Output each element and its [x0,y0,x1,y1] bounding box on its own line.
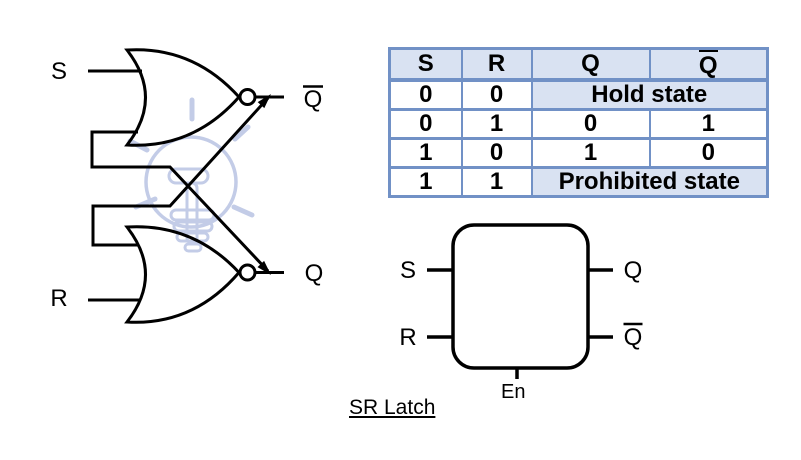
bottom-nor-gate-body [124,225,242,324]
header-cell-r: R [460,48,532,82]
block-qbar-label: Q [624,324,643,351]
block-s-label: S [400,257,416,284]
bulb-base-2 [172,220,214,233]
block-r-label: R [399,324,416,351]
latch-block-body [451,223,590,370]
feedback-arrowhead-top [257,94,271,109]
bulb-base-cap [183,242,203,253]
nor-latch-circuit [88,48,284,324]
header-cell-q: Q [530,48,650,82]
feedback-arrowhead-bottom [257,260,271,275]
qbar-overline-text: Q [698,50,718,79]
enable-label: En [501,381,526,403]
bulb-base-1 [169,208,216,222]
cell-r: 1 [460,166,532,197]
truth-table-header-row: S R Q Q [389,48,768,82]
cell-s: 0 [389,78,462,110]
header-cell-s: S [389,48,462,82]
cell-s: 1 [389,166,462,197]
block-q-label: Q [624,257,643,284]
cell-r: 1 [460,108,532,139]
truth-table-row-set: 1 0 1 0 [389,137,768,168]
sr-latch-block-symbol [427,223,613,379]
cell-qbar: 1 [648,108,768,139]
top-nor-gate-body [124,48,242,147]
q-to-top-gate-feedback-wire [90,130,270,273]
bulb-glass [144,135,238,229]
gate-s-label: S [51,58,67,85]
sr-latch-caption: SR Latch [349,396,436,419]
bulb-ray-lower-right [231,204,255,218]
cell-hold-state: Hold state [530,78,768,110]
cell-r: 0 [460,78,532,110]
qbar-to-bottom-gate-feedback-wire [91,96,270,247]
cell-s: 0 [389,108,462,139]
cell-q: 1 [530,137,650,168]
truth-table: S R Q Q 0 0 Hold state 0 1 0 1 1 0 1 0 [388,47,769,198]
header-cell-qbar: Q [648,48,768,82]
truth-table-row-prohibited: 1 1 Prohibited state [389,166,768,197]
top-nor-gate-bubble [238,88,257,106]
gate-q-label: Q [305,260,324,287]
bulb-base-3 [175,231,210,243]
bulb-ray-upper-right [232,124,251,142]
bottom-nor-gate-bubble [238,263,257,282]
truth-table-row-hold: 0 0 Hold state [389,78,768,110]
cell-r: 0 [460,137,532,168]
gate-r-label: R [50,285,67,312]
cell-s: 1 [389,137,462,168]
truth-table-row-reset: 0 1 0 1 [389,108,768,139]
cell-qbar: 0 [648,137,768,168]
cell-prohibited-state: Prohibited state [530,166,768,197]
gate-qbar-label: Q [304,86,323,113]
cell-q: 0 [530,108,650,139]
lightbulb-icon [127,97,255,253]
